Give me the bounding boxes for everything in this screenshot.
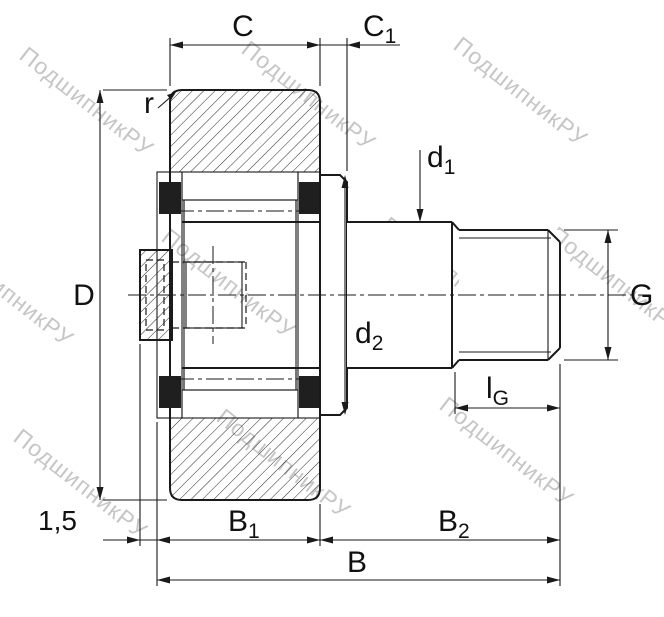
arrowhead: [307, 41, 320, 49]
arrowhead: [416, 209, 424, 222]
seal-top-left: [159, 182, 181, 214]
dim-label-C1: C1: [363, 10, 396, 48]
dim-label-d2: d2: [355, 317, 383, 355]
watermark-text: ПодшипникРУ: [9, 423, 153, 543]
dim-r: r: [144, 87, 176, 120]
seal-bottom-right: [299, 376, 319, 408]
dimension-layer: C C1 r D d1 d2: [38, 10, 653, 586]
dim-d2: d2: [341, 175, 383, 415]
dim-label-d1: d1: [427, 141, 455, 179]
watermark-text: ПодшипникРУ: [157, 223, 301, 343]
arrowhead: [547, 576, 560, 584]
end-chamfer-top: [547, 229, 561, 243]
arrowhead: [96, 487, 104, 500]
dim-label-D: D: [73, 279, 95, 312]
arrowhead: [341, 402, 349, 415]
dim-C: C C1: [170, 10, 400, 49]
dim-D: D: [73, 90, 104, 500]
dim-label-chamfer: 1,5: [38, 505, 77, 536]
arrowhead: [170, 41, 183, 49]
arrowhead: [604, 230, 612, 243]
arrowhead: [347, 41, 360, 49]
seal-top-right: [299, 182, 319, 214]
shank-chamfer-bottom: [451, 359, 460, 369]
arrowhead: [307, 536, 320, 544]
arrowhead: [341, 175, 349, 188]
arrowhead: [320, 536, 333, 544]
dim-label-B1: B1: [228, 505, 260, 543]
dim-label-B: B: [347, 546, 367, 579]
watermark-text: ПодшипникРУ: [449, 31, 593, 151]
dim-G: G: [604, 230, 653, 360]
arrowhead: [127, 536, 140, 544]
dim-label-r: r: [144, 87, 154, 120]
arrowhead: [167, 92, 176, 100]
outer-ring-section-top: [171, 91, 319, 172]
stud-collar: [319, 174, 348, 416]
arrowhead: [96, 90, 104, 103]
dim-bottom-row: 1,5 B1 B2: [38, 505, 560, 544]
outer-ring-section-bottom: [171, 418, 319, 499]
arrowhead: [604, 347, 612, 360]
watermark-text: ПодшипникРУ: [0, 231, 79, 351]
dim-label-lG: lG: [486, 372, 509, 410]
arrowhead: [157, 536, 170, 544]
part-geometry: [128, 89, 650, 501]
shank-chamfer-top: [451, 221, 460, 231]
dim-label-B2: B2: [438, 505, 470, 543]
dim-label-G: G: [630, 279, 653, 312]
dim-d1: d1: [416, 141, 455, 222]
arrowhead: [547, 536, 560, 544]
arrowhead: [547, 404, 560, 412]
end-chamfer-bottom: [547, 347, 561, 361]
dim-B: B: [157, 546, 560, 584]
dim-label-C: C: [232, 10, 254, 43]
outer-ring-shoulder-top: [181, 171, 299, 201]
arrowhead: [455, 404, 468, 412]
dim-lG: lG: [455, 372, 560, 412]
seal-bottom-left: [159, 376, 181, 408]
watermark-text: ПодшипникРУ: [15, 41, 159, 161]
arrowhead: [157, 576, 170, 584]
